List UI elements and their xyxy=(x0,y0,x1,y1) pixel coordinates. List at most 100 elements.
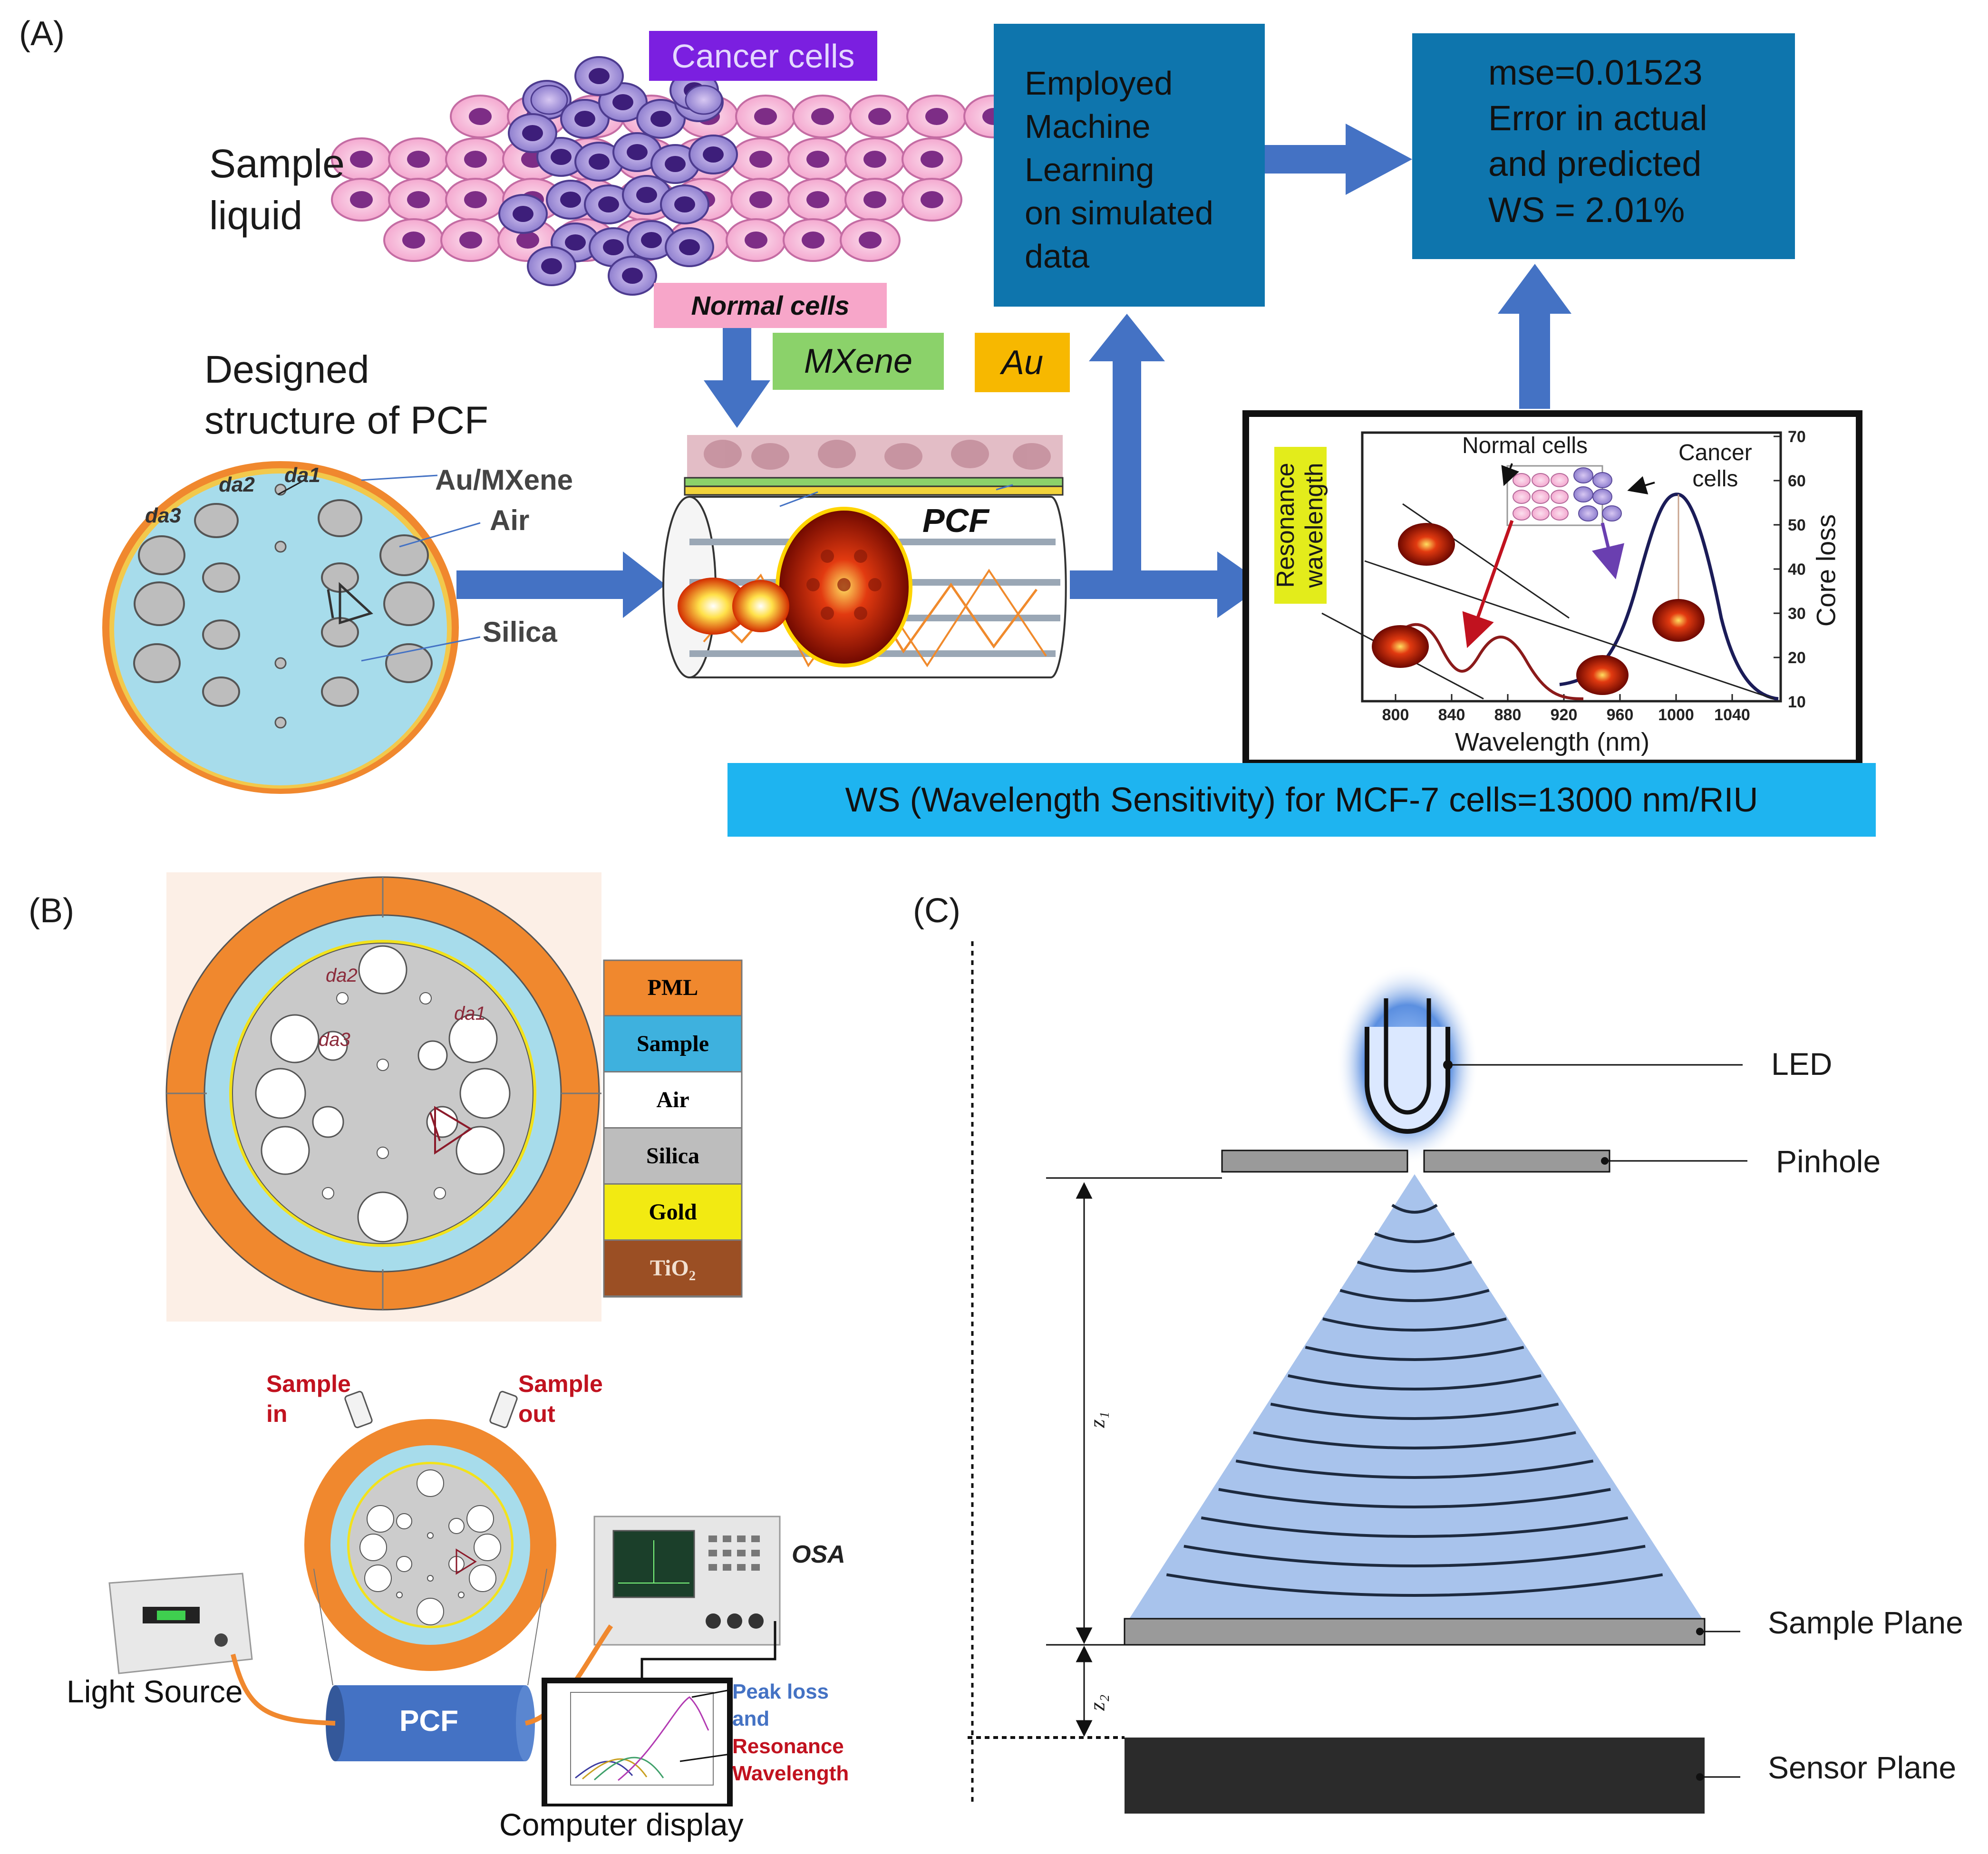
normal-cell xyxy=(906,95,967,138)
panel-b-label: (B) xyxy=(29,892,74,930)
light-source-label: Light Source xyxy=(67,1674,243,1709)
legend-pml: PML xyxy=(604,960,742,1016)
wavefront-ring xyxy=(1374,1232,1455,1243)
graph-x-tick-label: 840 xyxy=(1438,706,1465,724)
panel-c-label: (C) xyxy=(913,892,960,930)
cancer-cell xyxy=(622,175,671,215)
pinhole-plate xyxy=(1046,1149,1747,1179)
cancer-cell xyxy=(530,85,568,115)
peak-loss-label: Peak loss and xyxy=(732,1680,829,1731)
graph-x-tick-label: 1040 xyxy=(1714,706,1750,724)
designed-structure-label: Designed structure of PCF xyxy=(204,348,488,442)
normal-cell xyxy=(383,218,444,262)
normal-cells-tag: Normal cells xyxy=(654,283,887,328)
legend-gold: Gold xyxy=(604,1185,742,1241)
graph-y-tick-label: 20 xyxy=(1788,649,1806,667)
legend-silica: Silica xyxy=(604,1129,742,1185)
wavefront-ring xyxy=(1339,1289,1490,1302)
normal-cell xyxy=(440,218,501,262)
ml-box-text: Employed Machine Learning on simulated d… xyxy=(1025,65,1213,275)
wavefront-ring xyxy=(1305,1346,1524,1361)
graph-cancer-cells-label: Cancer cells xyxy=(1678,440,1752,492)
pcf-cross-section xyxy=(102,461,481,794)
b-hole-label-da3: da3 xyxy=(319,1029,350,1050)
graph-y-tick-label: 40 xyxy=(1788,560,1806,579)
graph-y-tick-label: 60 xyxy=(1788,472,1806,490)
normal-cell xyxy=(844,178,905,222)
wavefront-ring xyxy=(1270,1402,1559,1420)
b-hole-label-da2: da2 xyxy=(326,965,358,986)
sample-in-label: Sample in xyxy=(266,1371,351,1427)
cancer-cell xyxy=(636,99,686,139)
osa-device xyxy=(593,1516,781,1646)
panel-a-label: (A) xyxy=(19,15,65,53)
result-box-text: mse=0.01523 Error in actual and predicte… xyxy=(1488,53,1707,230)
normal-cell xyxy=(902,137,962,181)
pinhole-label: Pinhole xyxy=(1776,1144,1881,1179)
sample-out-label: Sample out xyxy=(518,1371,603,1427)
ws-banner: WS (Wavelength Sensitivity) for MCF-7 ce… xyxy=(727,763,1876,837)
cancer-cell xyxy=(665,227,714,267)
sample-liquid-label: Sample liquid xyxy=(209,141,345,238)
wavefront-ring xyxy=(1288,1374,1542,1390)
graph-x-tick-label: 960 xyxy=(1607,706,1634,724)
cancer-cells-tag: Cancer cells xyxy=(649,31,877,81)
cancer-cell xyxy=(689,135,738,174)
wavefront-ring xyxy=(1322,1317,1507,1332)
wavefront-ring xyxy=(1183,1545,1646,1567)
cancer-cell-cluster xyxy=(498,56,738,296)
silica-label: Silica xyxy=(483,616,557,648)
computer-display-label: Computer display xyxy=(499,1807,744,1842)
normal-cell xyxy=(902,178,962,222)
graph-y-tick-label: 10 xyxy=(1788,693,1806,711)
z2-label: z₂ xyxy=(1085,1694,1109,1711)
graph-x-tick-label: 800 xyxy=(1382,706,1409,724)
cancer-cell xyxy=(627,220,676,260)
normal-cell xyxy=(388,178,449,222)
legend-air: Air xyxy=(604,1072,742,1129)
normal-cell xyxy=(840,218,901,262)
normal-cell xyxy=(735,95,796,138)
cell-cluster xyxy=(331,56,1081,296)
air-label: Air xyxy=(490,504,530,536)
cancer-cell xyxy=(508,113,557,153)
cancer-cell xyxy=(527,246,576,286)
sample-plane xyxy=(1046,1618,1740,1646)
hole-label-da1: da1 xyxy=(284,464,320,487)
osa-label: OSA xyxy=(792,1541,845,1568)
normal-cell xyxy=(787,137,848,181)
light-source-device xyxy=(108,1573,253,1674)
wavefront-ring xyxy=(1201,1516,1629,1538)
normal-cell xyxy=(849,95,910,138)
wavefront-ring xyxy=(1357,1260,1473,1273)
material-legend-swatches xyxy=(603,959,743,1298)
normal-cell xyxy=(730,137,791,181)
led-bulb xyxy=(1336,965,1743,1165)
wavefront-ring xyxy=(1166,1573,1663,1597)
normal-cell xyxy=(844,137,905,181)
au-mxene-label: Au/MXene xyxy=(435,464,573,496)
normal-cell xyxy=(450,95,511,138)
wavefront-ring xyxy=(1253,1431,1576,1449)
panel-c-drawing xyxy=(968,941,1747,1814)
cancer-cell xyxy=(498,194,548,234)
result-box: mse=0.01523 Error in actual and predicte… xyxy=(1412,33,1795,259)
cancer-cell xyxy=(685,85,723,115)
light-cone xyxy=(1129,1174,1702,1619)
graph-x-tick-label: 920 xyxy=(1551,706,1578,724)
pcf-label: PCF xyxy=(922,502,989,539)
legend-tio2: TiO₂ xyxy=(604,1241,742,1297)
fiber-cross-section-large xyxy=(165,876,601,1311)
graph-x-tick-label: 1000 xyxy=(1658,706,1694,724)
graph-y-tick-label: 50 xyxy=(1788,516,1806,534)
cancer-cell xyxy=(612,132,662,172)
normal-cell xyxy=(787,178,848,222)
ml-box: Employed Machine Learning on simulated d… xyxy=(994,24,1265,307)
graph-normal-cells-label: Normal cells xyxy=(1462,433,1588,458)
graph-y-tick-label: 70 xyxy=(1788,428,1806,446)
normal-cell xyxy=(726,218,786,262)
cancer-cell xyxy=(574,56,624,96)
resonance-axis-box xyxy=(1274,447,1327,604)
